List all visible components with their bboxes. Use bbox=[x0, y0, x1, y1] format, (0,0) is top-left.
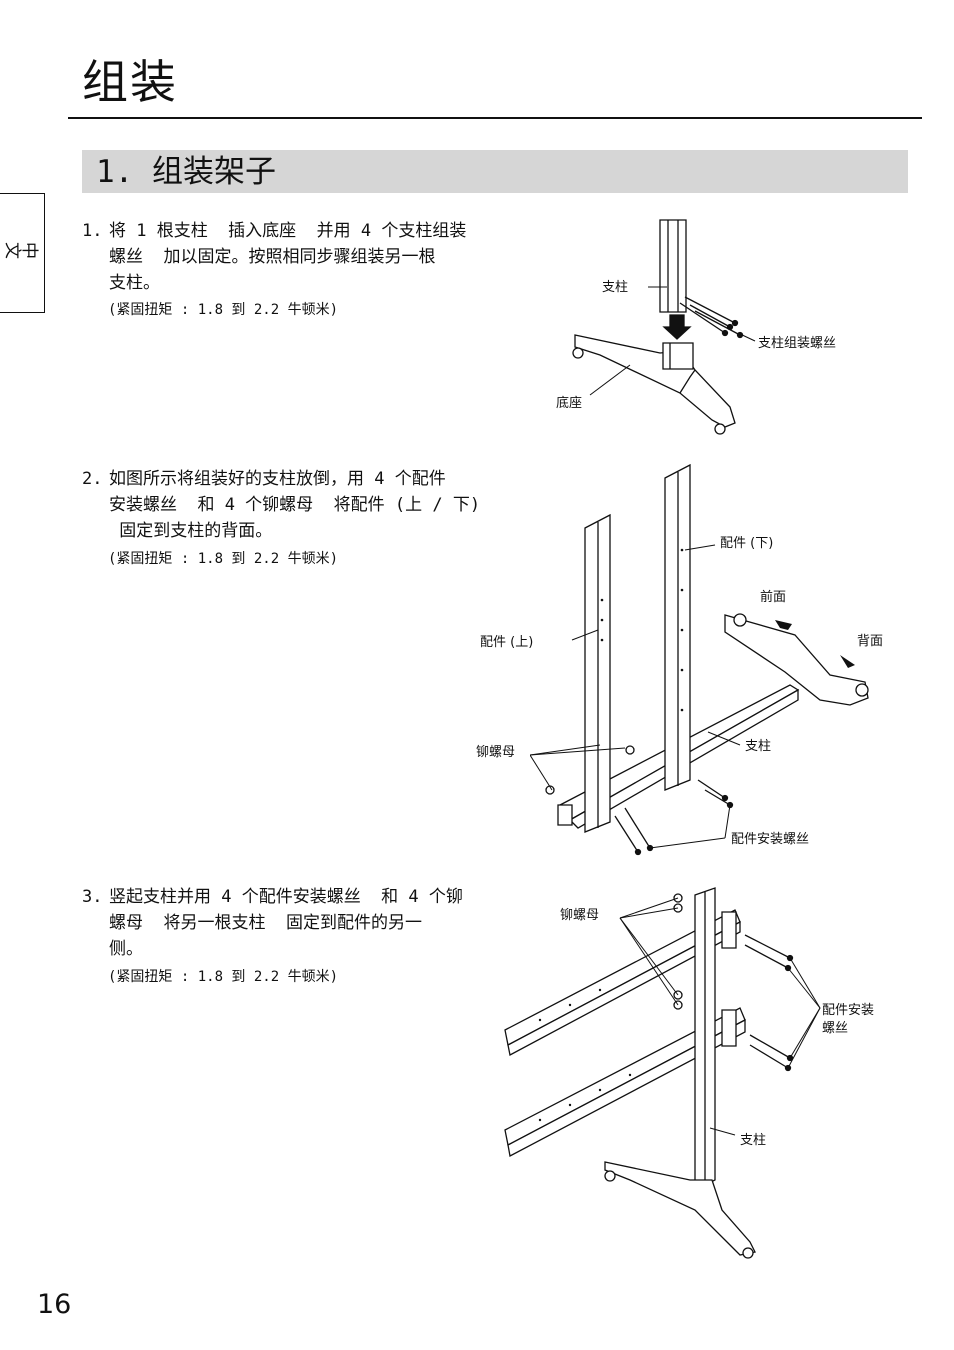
label-bracket-lower: 配件 (下) bbox=[720, 536, 774, 551]
step-number: 2. bbox=[82, 469, 103, 489]
step-text: 竖起支柱并用 4 个配件安装螺丝 和 4 个铆 螺母 将另一根支柱 固定到配件的… bbox=[109, 887, 463, 959]
label-post: 支柱 bbox=[740, 1133, 767, 1148]
section-title: 1. 组装架子 bbox=[96, 154, 276, 190]
section-header-bar bbox=[82, 150, 908, 193]
label-bracket-screws-line1: 配件安装 bbox=[822, 1003, 875, 1018]
label-base: 底座 bbox=[556, 396, 583, 411]
label-bracket-screws: 配件安装螺丝 bbox=[731, 832, 810, 847]
step-1: 1. 将 1 根支柱 插入底座 并用 4 个支柱组装 螺丝 加以固定。按照相同步… bbox=[82, 218, 492, 296]
step-number: 3. bbox=[82, 887, 103, 907]
label-rivet-nut: 铆螺母 bbox=[560, 908, 600, 923]
step-number: 1. bbox=[82, 221, 103, 241]
step-3: 3. 竖起支柱并用 4 个配件安装螺丝 和 4 个铆 螺母 将另一根支柱 固定到… bbox=[82, 884, 492, 962]
page-title: 组装 bbox=[82, 55, 178, 109]
language-tab bbox=[0, 193, 45, 313]
figure-2-bracket-assembly bbox=[530, 460, 890, 860]
step-text: 将 1 根支柱 插入底座 并用 4 个支柱组装 螺丝 加以固定。按照相同步骤组装… bbox=[109, 221, 467, 293]
torque-note: (紧固扭矩 : 1.8 到 2.2 牛顿米) bbox=[108, 302, 339, 318]
step-2: 2. 如图所示将组装好的支柱放倒，用 4 个配件 安装螺丝 和 4 个铆螺母 将… bbox=[82, 466, 492, 544]
label-post: 支柱 bbox=[745, 739, 772, 754]
figure-1-post-base-assembly bbox=[530, 215, 860, 445]
torque-note: (紧固扭矩 : 1.8 到 2.2 牛顿米) bbox=[108, 551, 339, 567]
label-post: 支柱 bbox=[602, 280, 629, 295]
page-number: 16 bbox=[37, 1289, 72, 1320]
label-bracket-screws-line2: 螺丝 bbox=[822, 1021, 849, 1036]
label-bracket-upper: 配件 (上) bbox=[480, 635, 534, 650]
torque-note: (紧固扭矩 : 1.8 到 2.2 牛顿米) bbox=[108, 969, 339, 985]
label-rivet-nut: 铆螺母 bbox=[476, 745, 516, 760]
label-post-screws: 支柱组装螺丝 bbox=[758, 336, 837, 351]
label-front: 前面 bbox=[760, 590, 787, 605]
step-text: 如图所示将组装好的支柱放倒，用 4 个配件 安装螺丝 和 4 个铆螺母 将配件 … bbox=[109, 469, 481, 541]
title-divider bbox=[68, 117, 922, 119]
label-back: 背面 bbox=[857, 634, 884, 649]
language-tab-label: 中文 bbox=[5, 238, 39, 258]
figure-3-second-post-assembly bbox=[500, 880, 890, 1265]
